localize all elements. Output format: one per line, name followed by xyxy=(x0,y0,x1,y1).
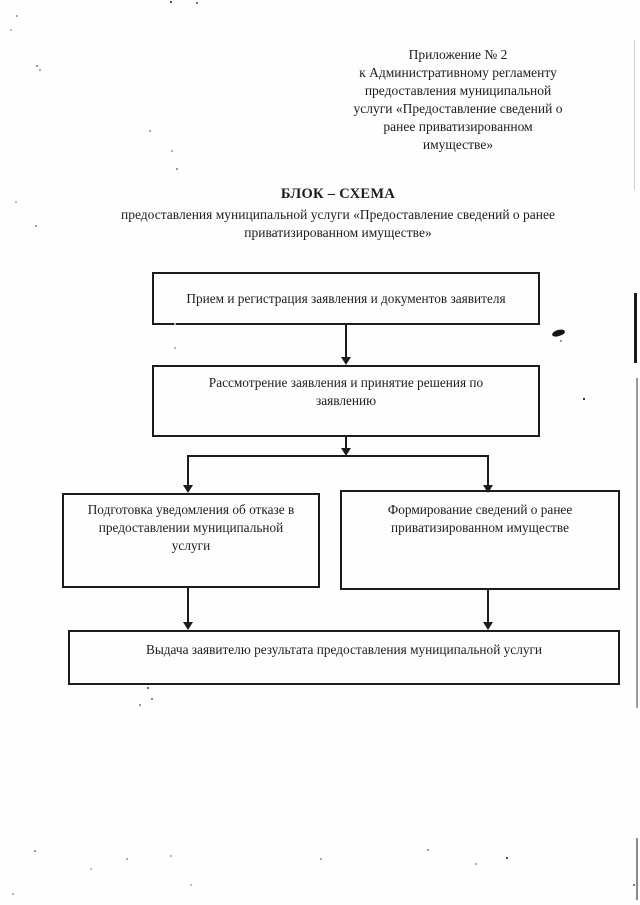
edge-branch-refusal-arrowhead-icon xyxy=(183,485,193,493)
edge-branch-forming-line xyxy=(487,455,489,486)
ink-smudge-mark xyxy=(551,328,566,338)
edge-forming-issue-line xyxy=(487,590,489,623)
edge-receive-review-line xyxy=(345,325,347,358)
flowchart-node-form-information: Формирование сведений о ранее приватизир… xyxy=(340,490,620,590)
scan-edge-line-bottom xyxy=(636,838,638,900)
edge-branch-horizontal-line xyxy=(187,455,489,457)
edge-branch-refusal-line xyxy=(187,455,189,486)
edge-review-branch-stem-line xyxy=(345,437,347,449)
scan-edge-line-faint xyxy=(634,40,635,190)
edge-forming-issue-arrowhead-icon xyxy=(483,622,493,630)
document-subtitle: предоставления муниципальной услуги «Пре… xyxy=(120,207,555,240)
scan-noise-speckles xyxy=(0,0,2,2)
edge-branch-forming-arrowhead-icon xyxy=(483,485,493,493)
flowchart-node-review-decide: Рассмотрение заявления и принятие решени… xyxy=(152,365,540,437)
scan-edge-line-dark xyxy=(634,293,637,363)
appendix-header: Приложение № 2 к Административному регла… xyxy=(353,47,563,152)
flowchart-node-refusal-notice: Подготовка уведомления об отказе в предо… xyxy=(62,493,320,588)
scan-edge-line-gray xyxy=(636,378,638,708)
edge-receive-review-arrowhead-icon xyxy=(341,357,351,365)
edge-refusal-issue-arrowhead-icon xyxy=(183,622,193,630)
document-title: БЛОК – СХЕМА xyxy=(280,186,396,202)
edge-refusal-issue-line xyxy=(187,588,189,623)
flowchart-node-issue-result: Выдача заявителю результата предоставлен… xyxy=(68,630,620,685)
edge-review-branch-arrowhead-icon xyxy=(341,448,351,456)
flowchart-node-receive-register: Прием и регистрация заявления и документ… xyxy=(152,272,540,325)
